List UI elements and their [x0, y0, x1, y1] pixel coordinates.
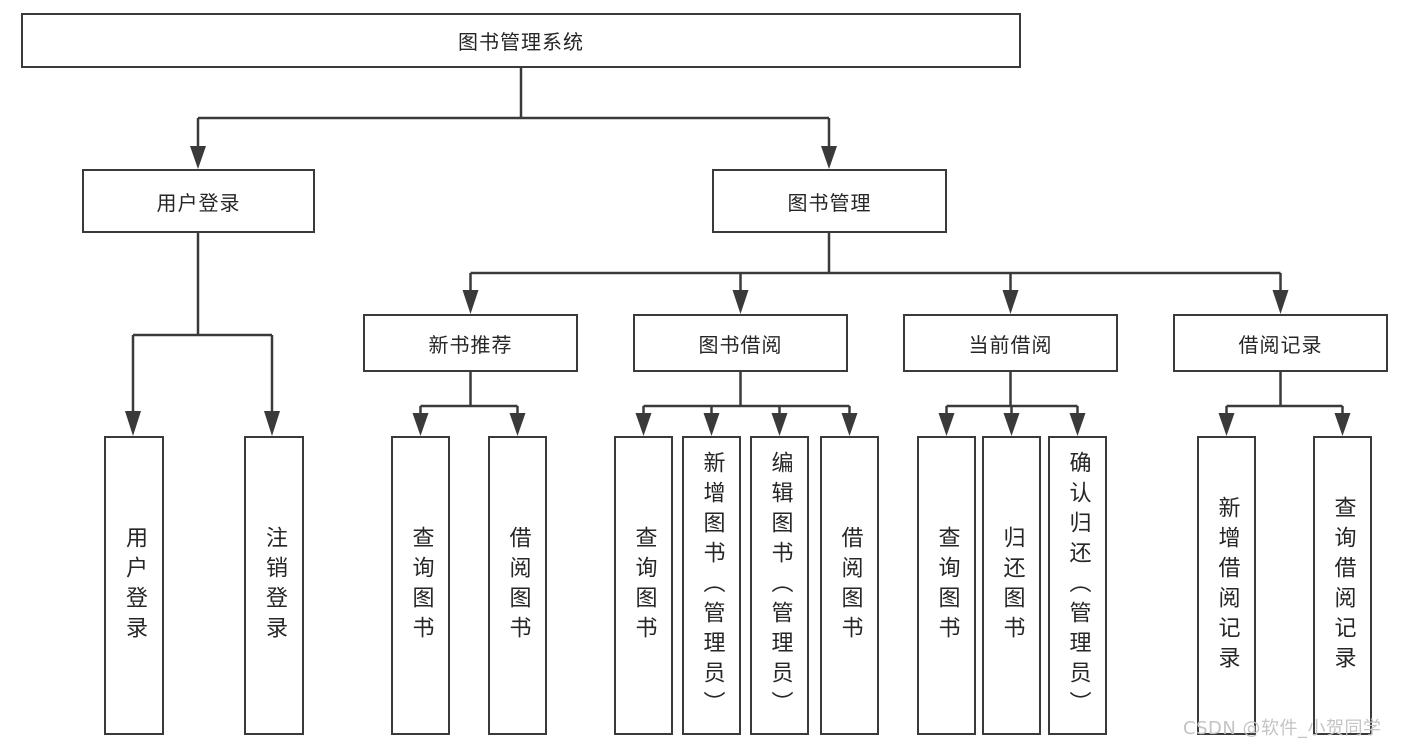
arrowhead-icon: [1003, 413, 1020, 436]
node-query-borrow-record: 查询借阅记录: [1313, 436, 1372, 735]
arrowhead-icon: [703, 413, 720, 436]
node-new-book-recommend: 新书推荐: [363, 314, 578, 372]
node-return-book: 归还图书: [982, 436, 1041, 735]
arrowhead-icon: [732, 290, 749, 314]
arrowhead-icon: [841, 413, 858, 436]
arrowhead-icon: [264, 411, 280, 436]
arrowhead-icon: [462, 290, 479, 314]
connector-book-management: [469, 233, 1282, 292]
arrowhead-icon: [125, 411, 141, 436]
node-add-borrow-record: 新增借阅记录: [1197, 436, 1256, 735]
connector-current-borrow: [945, 372, 1079, 414]
connector-book-borrow: [642, 372, 851, 414]
node-borrow-books: 借阅图书: [820, 436, 879, 735]
node-confirm-return-admin: 确认归还（管理员）: [1048, 436, 1107, 735]
node-login: 用户登录: [104, 436, 164, 735]
node-borrow-books-recommend: 借阅图书: [488, 436, 547, 735]
node-add-book-admin: 新增图书（管理员）: [682, 436, 741, 735]
arrowhead-icon: [635, 413, 652, 436]
node-root: 图书管理系统: [21, 13, 1021, 68]
node-current-borrow: 当前借阅: [903, 314, 1118, 372]
arrowhead-icon: [1002, 290, 1019, 314]
connector-root: [196, 68, 831, 147]
arrowhead-icon: [509, 413, 526, 436]
watermark-text: CSDN @软件_小贺同学: [1183, 718, 1382, 739]
node-query-books-recommend: 查询图书: [391, 436, 450, 735]
node-borrow-records: 借阅记录: [1173, 314, 1388, 372]
arrowhead-icon: [1272, 290, 1289, 314]
connector-borrow-records: [1225, 372, 1344, 414]
connector-user-login: [131, 233, 274, 413]
arrowhead-icon: [938, 413, 955, 436]
arrowhead-icon: [412, 413, 429, 436]
connector-new-book: [419, 372, 519, 414]
arrowhead-icon: [821, 146, 837, 169]
node-logout: 注销登录: [244, 436, 304, 735]
node-query-books-current: 查询图书: [917, 436, 976, 735]
node-book-borrow: 图书借阅: [633, 314, 848, 372]
arrowhead-icon: [190, 146, 206, 169]
node-edit-book-admin: 编辑图书（管理员）: [750, 436, 809, 735]
arrowhead-icon: [771, 413, 788, 436]
arrowhead-icon: [1218, 413, 1235, 436]
arrowhead-icon: [1069, 413, 1086, 436]
arrowhead-icon: [1334, 413, 1351, 436]
node-book-management: 图书管理: [712, 169, 947, 233]
node-user-login: 用户登录: [82, 169, 315, 233]
node-query-books-borrow: 查询图书: [614, 436, 673, 735]
